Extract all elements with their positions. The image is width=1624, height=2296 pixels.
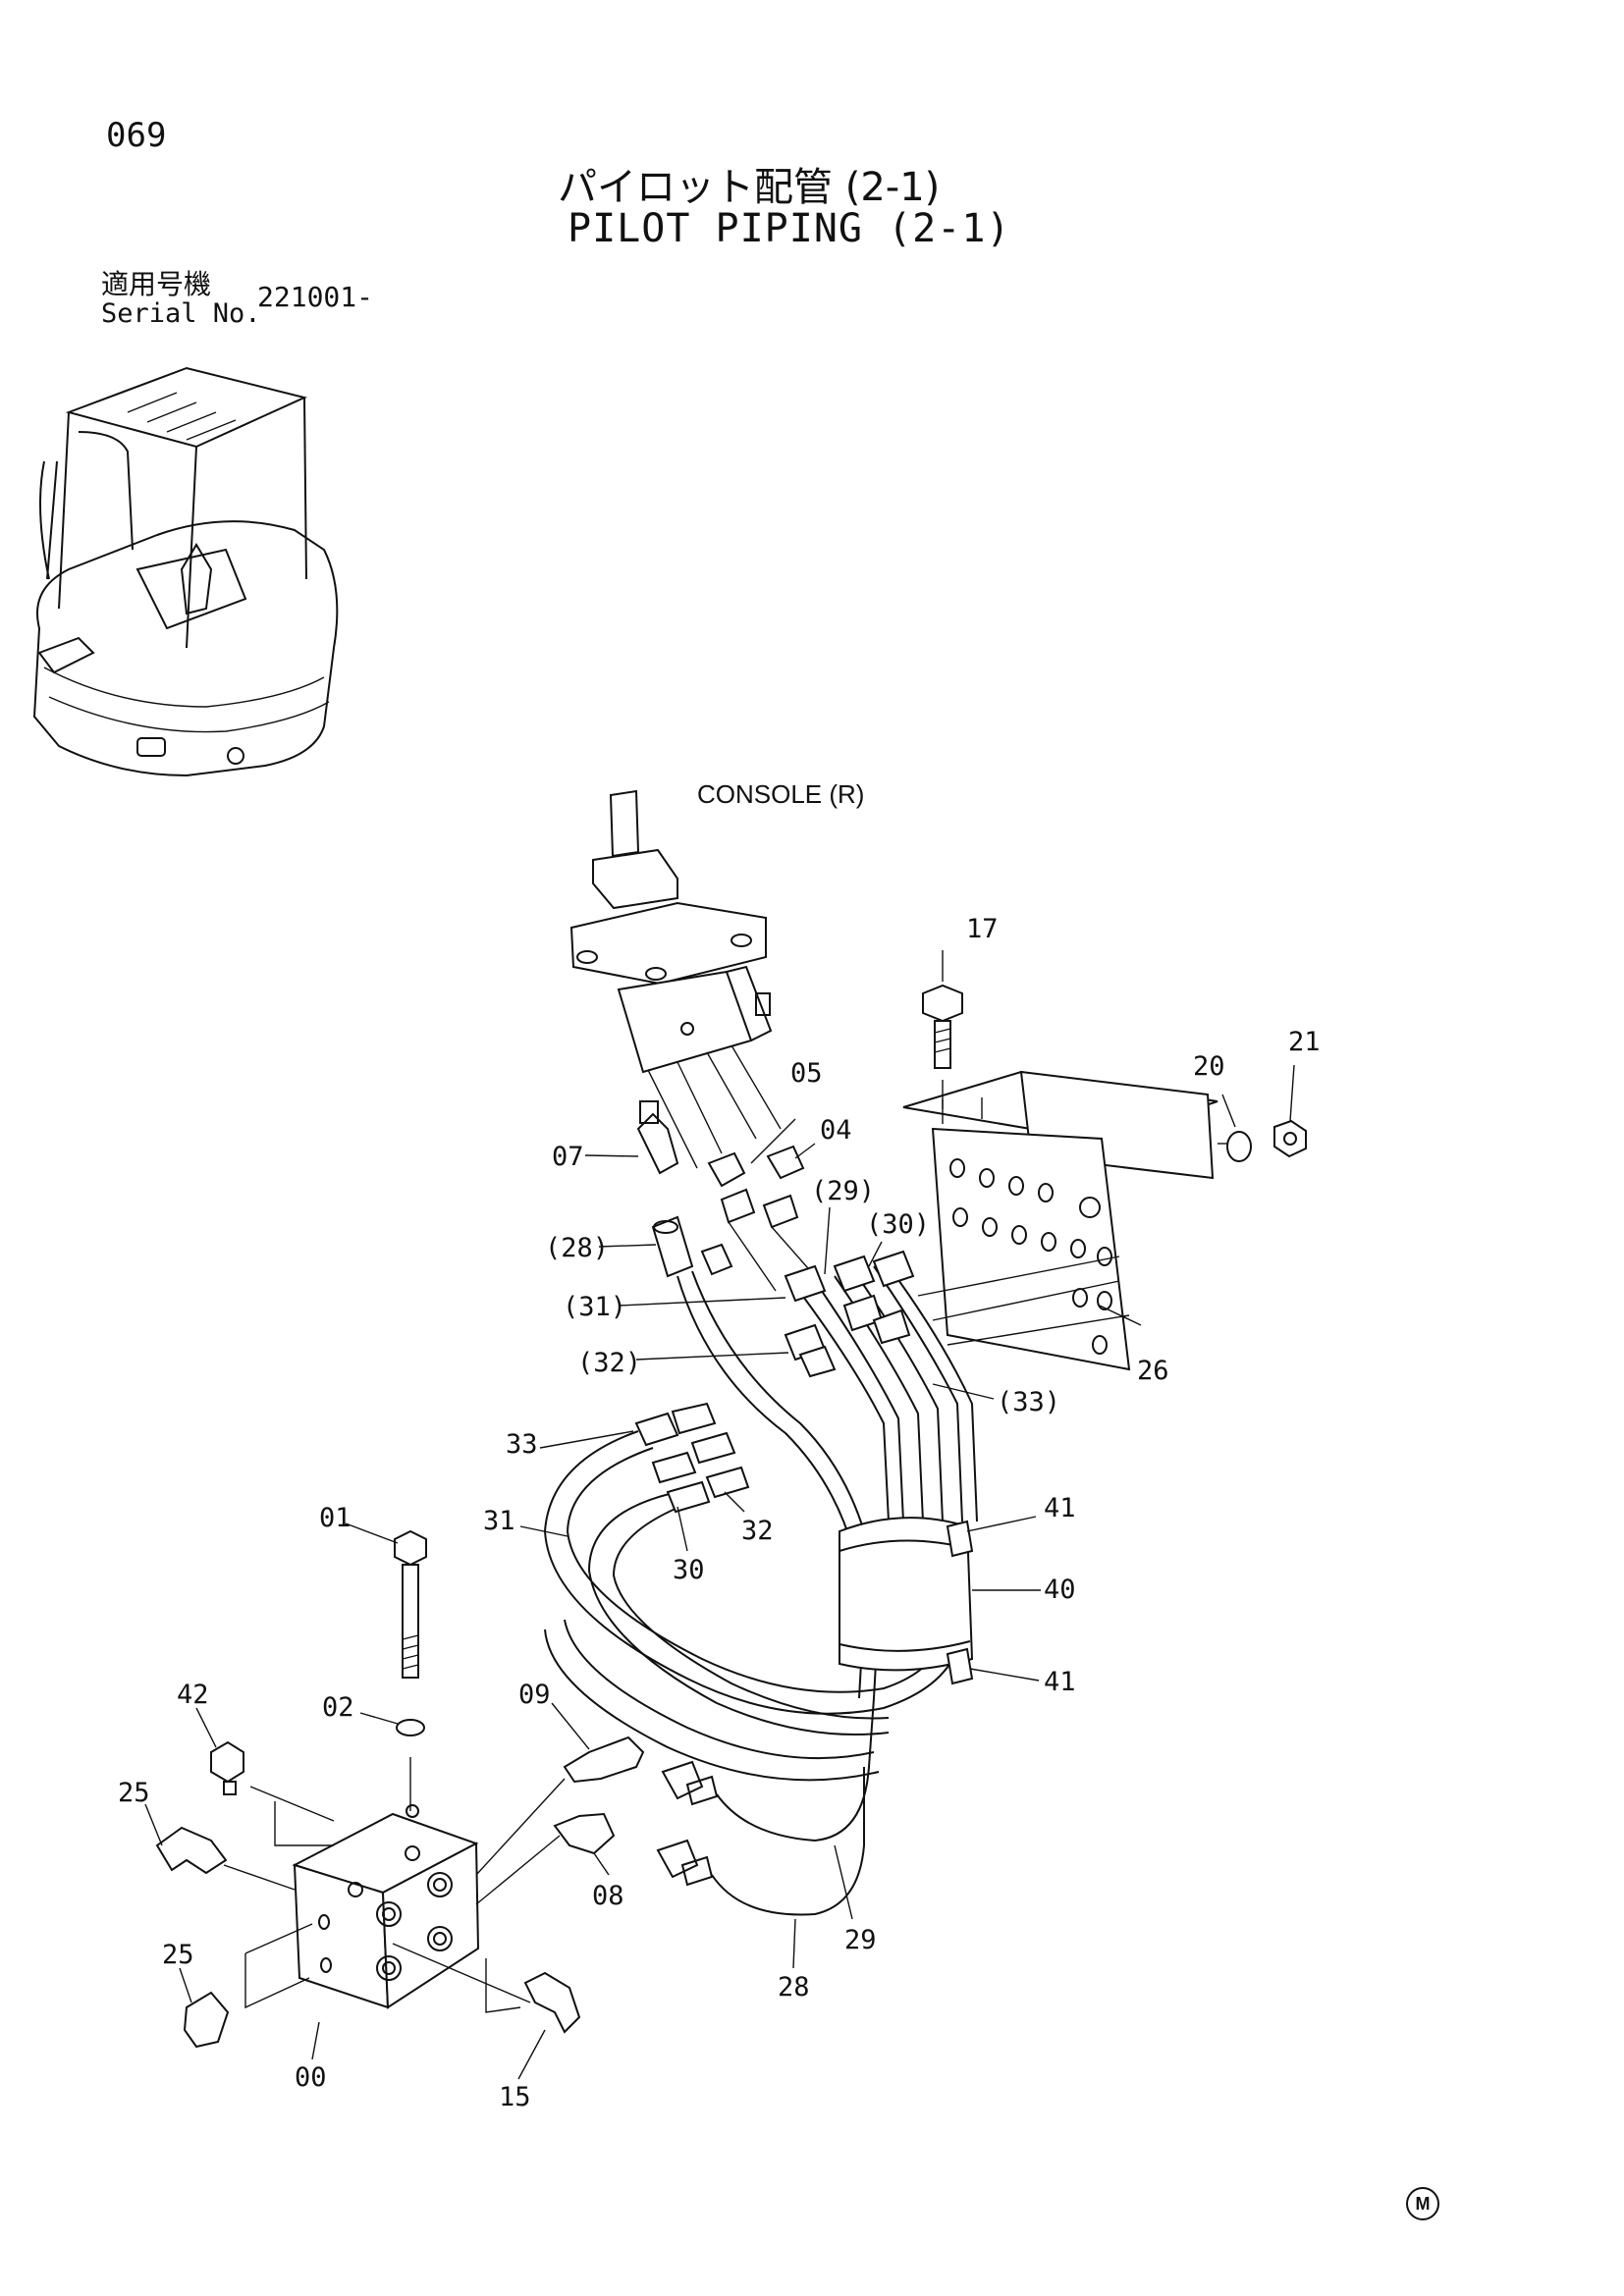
callout-01: 01	[319, 1503, 352, 1533]
callout-20: 20	[1193, 1051, 1225, 1082]
part-callout-labels: 17 20 21 05 04 07 (29) (30) (28) (31) (3…	[118, 914, 1321, 2112]
callout-30-ref: (30)	[866, 1209, 930, 1240]
callout-42: 42	[177, 1680, 209, 1710]
page-number: 069	[106, 116, 167, 155]
callout-31: 31	[483, 1506, 515, 1536]
bracket-part-26	[902, 1070, 1218, 1371]
callout-leader-lines	[144, 950, 1295, 2080]
console-label: CONSOLE (R)	[697, 779, 865, 809]
elbow-fitting-part-25-upper	[155, 1826, 228, 1875]
serial-label-japanese: 適用号機	[101, 268, 212, 300]
fitting-part-42	[210, 1740, 244, 1795]
washer-part-20	[1226, 1131, 1252, 1162]
hose-fitting-part-29	[661, 1760, 719, 1806]
callout-07: 07	[552, 1142, 584, 1172]
hose-part-28	[711, 1767, 865, 1916]
callout-29-ref: (29)	[811, 1176, 875, 1206]
callout-40: 40	[1044, 1575, 1076, 1605]
callout-08: 08	[592, 1881, 624, 1911]
serial-label-english: Serial No.	[101, 298, 261, 329]
nut-part-21	[1273, 1119, 1307, 1158]
callout-04: 04	[820, 1115, 852, 1146]
callout-26: 26	[1137, 1356, 1169, 1386]
callout-17: 17	[966, 914, 999, 944]
page-title-japanese: パイロット配管 (2-1)	[558, 165, 941, 210]
pilot-valve-console	[569, 789, 782, 1169]
hose-fitting-part-28	[656, 1839, 714, 1887]
clamp-part-40	[839, 1517, 974, 1672]
page-title-english: PILOT PIPING (2-1)	[568, 206, 1011, 251]
assembly-connection-lines	[223, 1080, 1227, 2013]
revision-mark: M	[1406, 2187, 1439, 2220]
callout-41-lower: 41	[1044, 1667, 1076, 1697]
callout-31-ref: (31)	[563, 1292, 626, 1322]
washer-part-02	[396, 1719, 425, 1736]
bolt-part-17	[922, 984, 963, 1069]
callout-32: 32	[741, 1516, 774, 1546]
callout-28: 28	[778, 1972, 810, 2002]
band-part-41-upper	[946, 1520, 974, 1558]
valve-block-part-00	[292, 1804, 480, 2009]
callout-41-upper: 41	[1044, 1493, 1076, 1523]
callout-00: 00	[295, 2062, 327, 2093]
serial-number-value: 221001-	[257, 281, 374, 313]
callout-15: 15	[499, 2082, 531, 2112]
elbow-fitting-07	[636, 1100, 679, 1175]
elbow-fitting-part-25-lower	[183, 1991, 230, 2049]
elbow-fitting-part-08	[553, 1812, 616, 1855]
callout-02: 02	[322, 1692, 354, 1723]
band-part-41-lower	[946, 1647, 974, 1685]
hose-part-29	[716, 1697, 875, 1842]
callout-29: 29	[844, 1925, 877, 1955]
callout-33-ref: (33)	[997, 1387, 1060, 1417]
callout-28-ref: (28)	[545, 1233, 609, 1263]
hose-fitting-28	[651, 1215, 733, 1278]
fitting-parts-04-05	[707, 1145, 816, 1292]
callout-25-upper: 25	[118, 1778, 150, 1808]
callout-30: 30	[673, 1555, 705, 1585]
bolt-part-01	[394, 1529, 427, 1679]
callout-32-ref: (32)	[577, 1348, 641, 1378]
elbow-fitting-part-09	[563, 1735, 645, 1784]
callout-25-lower: 25	[162, 1940, 194, 1970]
callout-21: 21	[1288, 1027, 1321, 1057]
elbow-fitting-part-15	[523, 1971, 581, 2034]
callout-09: 09	[518, 1680, 551, 1710]
hose-bundle	[543, 1250, 1130, 1782]
callout-33: 33	[506, 1429, 538, 1460]
callout-05: 05	[790, 1058, 823, 1089]
excavator-cab-thumbnail	[32, 366, 339, 777]
